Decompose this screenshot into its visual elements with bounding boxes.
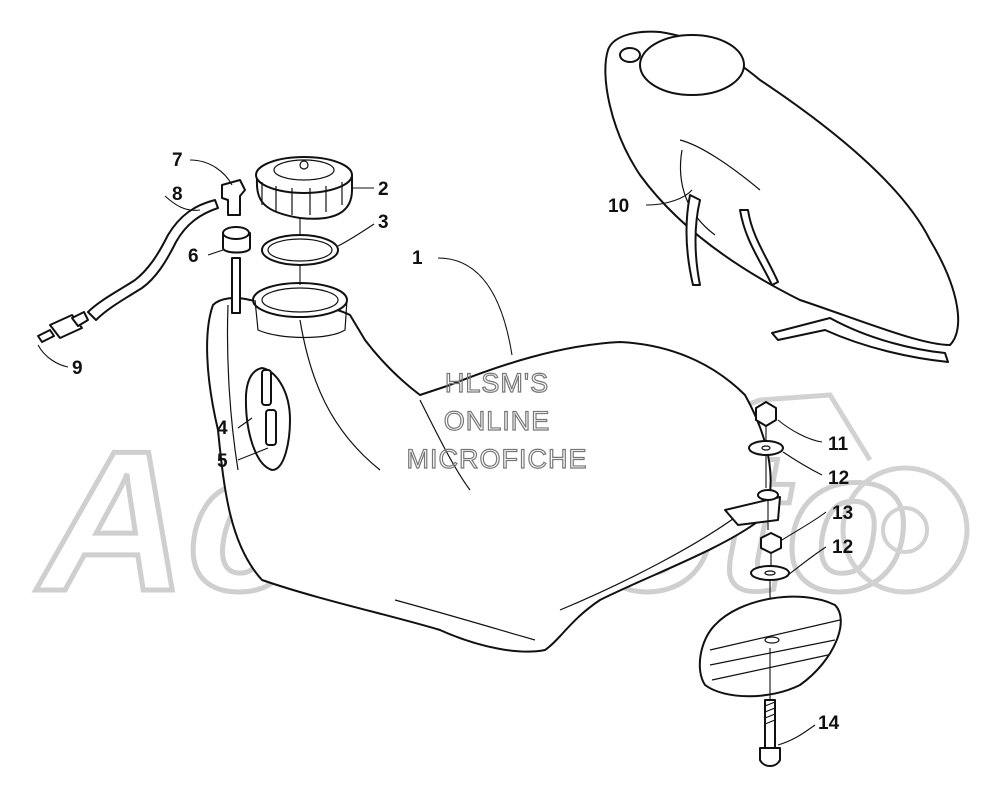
callout-10: 10 <box>608 196 629 217</box>
mounting-plate-part <box>698 595 842 700</box>
fuel-cap-part[interactable] <box>255 156 353 220</box>
callout-6: 6 <box>188 246 199 267</box>
seat-part[interactable] <box>604 30 960 363</box>
lock-nut-part[interactable] <box>760 532 782 565</box>
callout-labels: 1 2 3 4 5 6 7 8 9 10 11 12 13 12 14 <box>72 150 853 734</box>
callout-9: 9 <box>72 358 83 379</box>
callout-8: 8 <box>172 184 183 205</box>
fuel-tank-part[interactable] <box>206 282 781 653</box>
flange-nut-part[interactable] <box>755 401 777 440</box>
callout-5: 5 <box>217 451 228 472</box>
washer-upper-part[interactable] <box>748 440 784 488</box>
grommet-part[interactable] <box>222 226 251 314</box>
fuel-valve-part[interactable] <box>261 369 277 446</box>
callout-3: 3 <box>378 212 389 233</box>
callout-12b: 12 <box>832 537 853 558</box>
bracket-bushing-part[interactable] <box>757 489 779 530</box>
cap-gasket-part[interactable] <box>261 218 339 285</box>
vent-filter-part[interactable] <box>37 311 89 343</box>
callout-1: 1 <box>412 248 423 269</box>
callout-12a: 12 <box>828 468 849 489</box>
callout-4: 4 <box>217 418 228 439</box>
callout-7: 7 <box>172 150 183 171</box>
watermark-line-1: HLSM'S <box>445 368 549 398</box>
mounting-bolt-part[interactable] <box>759 699 781 767</box>
elbow-fitting-part[interactable] <box>221 179 246 216</box>
watermark-line-2: ONLINE <box>444 406 551 436</box>
vent-hose-part[interactable] <box>87 199 219 321</box>
callout-2: 2 <box>378 179 389 200</box>
leader-lines <box>37 159 827 746</box>
callout-13: 13 <box>832 503 853 524</box>
watermark-line-3: MICROFICHE <box>407 444 588 474</box>
callout-14: 14 <box>818 713 840 734</box>
callout-11: 11 <box>828 434 849 455</box>
microfiche-watermark: HLSM'S ONLINE MICROFICHE <box>406 367 588 474</box>
